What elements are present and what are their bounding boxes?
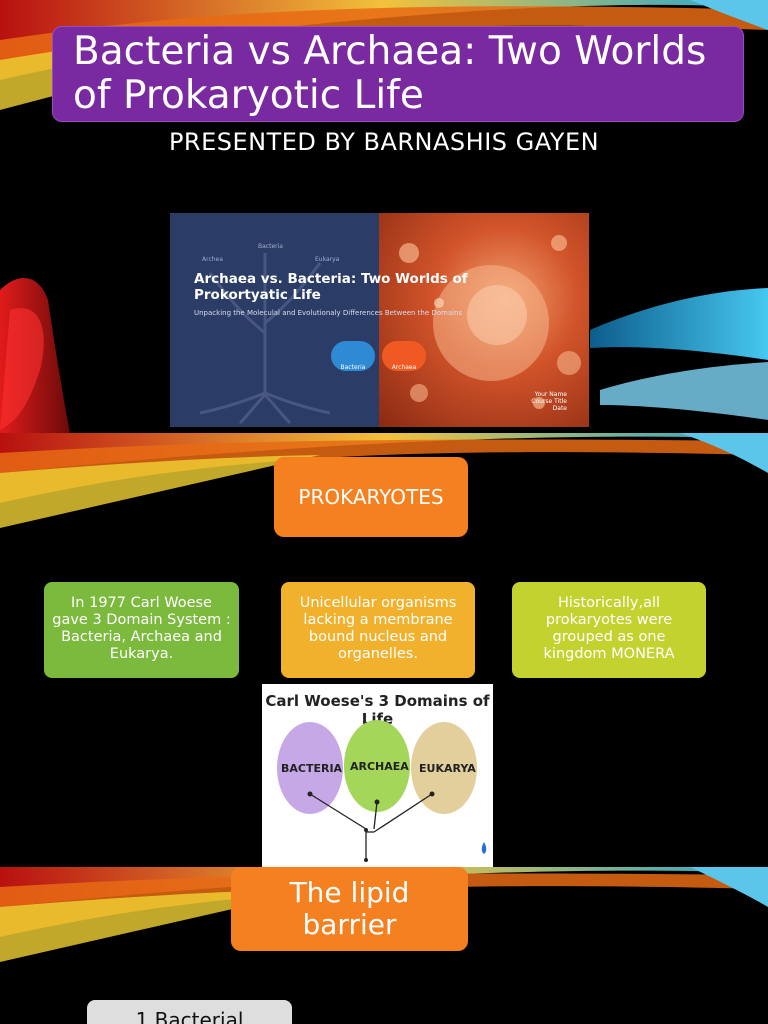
presenter-subtitle: PRESENTED BY BARNASHIS GAYEN (168, 128, 600, 156)
slide-1: Bacteria vs Archaea: Two Worlds of Proka… (0, 0, 768, 433)
bacteria-ellipse (277, 722, 343, 814)
prokaryotes-heading: PROKARYOTES (298, 484, 444, 509)
cover-image: Archea Bacteria Eukarya Archaea vs. Bact… (170, 213, 589, 427)
cover-title: Archaea vs. Bacteria: Two Worlds of Prok… (194, 271, 468, 303)
cover-right-panel (379, 213, 589, 427)
three-domains-diagram: Carl Woese's 3 Domains of Life BACTERIA … (262, 684, 493, 867)
archaea-chip-icon (382, 341, 426, 371)
lipid-barrier-heading-box: The lipid barrier (231, 867, 468, 951)
cover-label-eukarya: Eukarya (315, 256, 340, 263)
slide-3: The lipid barrier 1.Bacterial (0, 867, 768, 1024)
domains-diagram-shapes (277, 720, 487, 862)
slide-title-box: Bacteria vs Archaea: Two Worlds of Proka… (52, 26, 744, 122)
cover-left-panel (170, 213, 379, 427)
prokaryotes-heading-box: PROKARYOTES (274, 457, 468, 537)
info-box-monera: Historically,all prokaryotes were groupe… (512, 582, 706, 678)
decorative-swoosh-background (0, 433, 768, 528)
chip-label-archaea: Archaea (391, 364, 417, 371)
bacteria-chip-icon (331, 341, 375, 371)
info-box-unicellular: Unicellular organisms lacking a membrane… (281, 582, 475, 678)
bacterial-item-label: 1.Bacterial (135, 1008, 244, 1024)
cover-label-bacteria: Bacteria (258, 243, 283, 250)
label-bacteria: BACTERIA (281, 762, 343, 775)
label-eukarya: EUKARYA (419, 762, 476, 775)
eukarya-ellipse (411, 722, 477, 814)
cover-description: Unpacking the Moleculal and Evolutionaly… (194, 309, 463, 317)
cover-label-archea: Archea (202, 256, 223, 263)
slide-2: PROKARYOTES In 1977 Carl Woese gave 3 Do… (0, 433, 768, 867)
lipid-barrier-heading: The lipid barrier (289, 876, 410, 941)
info-box-woese: In 1977 Carl Woese gave 3 Domain System … (44, 582, 239, 678)
tree-of-life-icon (199, 253, 331, 425)
logo-drop-icon (481, 842, 487, 854)
slide-title: Bacteria vs Archaea: Two Worlds of Proka… (73, 29, 707, 118)
cover-author-course: Course Title (531, 398, 567, 405)
cover-author-date: Date (552, 405, 567, 412)
archaea-ellipse (344, 720, 410, 812)
chip-label-bacteria: Bacteria (340, 364, 366, 371)
label-archaea: ARCHAEA (350, 760, 409, 773)
bacterial-item-box: 1.Bacterial (87, 1000, 292, 1024)
cover-author-block: Your Name Course Title Date (531, 391, 567, 412)
cover-author-name: Your Name (534, 391, 567, 398)
microbe-cells-image (399, 235, 581, 409)
